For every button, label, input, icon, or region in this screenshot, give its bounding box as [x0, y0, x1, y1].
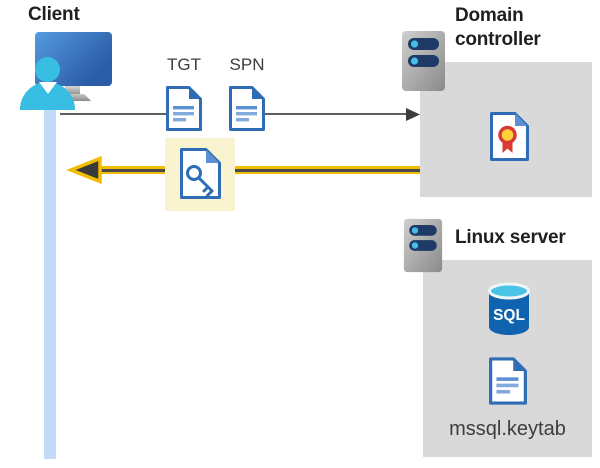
linux-server-icon [403, 218, 443, 273]
tgt-document-icon [166, 86, 202, 131]
spn-label: SPN [229, 55, 265, 74]
request-arrowhead-icon [406, 108, 420, 121]
certificate-icon [490, 112, 529, 161]
client-title: Client [28, 4, 80, 25]
tgt-label: TGT [167, 55, 201, 74]
sql-database-text: SQL [493, 307, 525, 324]
domain-controller-title: Domain controller [455, 5, 541, 50]
sql-database-icon: SQL [488, 282, 530, 335]
client-timeline-bar [44, 96, 56, 459]
monitor-stand-neck [65, 86, 80, 95]
linux-server-title: Linux server [455, 227, 566, 248]
keytab-file-label: mssql.keytab [449, 418, 566, 440]
response-arrow-core-left [95, 168, 165, 172]
spn-document-icon [229, 86, 265, 131]
person-icon-collar [39, 82, 57, 94]
request-arrow-line-right [264, 113, 408, 115]
response-arrow-core-right [235, 168, 420, 172]
request-arrow-line-left [60, 113, 168, 115]
person-icon-head [35, 57, 60, 82]
key-ticket-document-icon [180, 148, 221, 199]
domain-controller-server-icon [402, 31, 445, 91]
keytab-document-icon [489, 357, 527, 405]
response-arrowhead-icon [66, 155, 102, 185]
